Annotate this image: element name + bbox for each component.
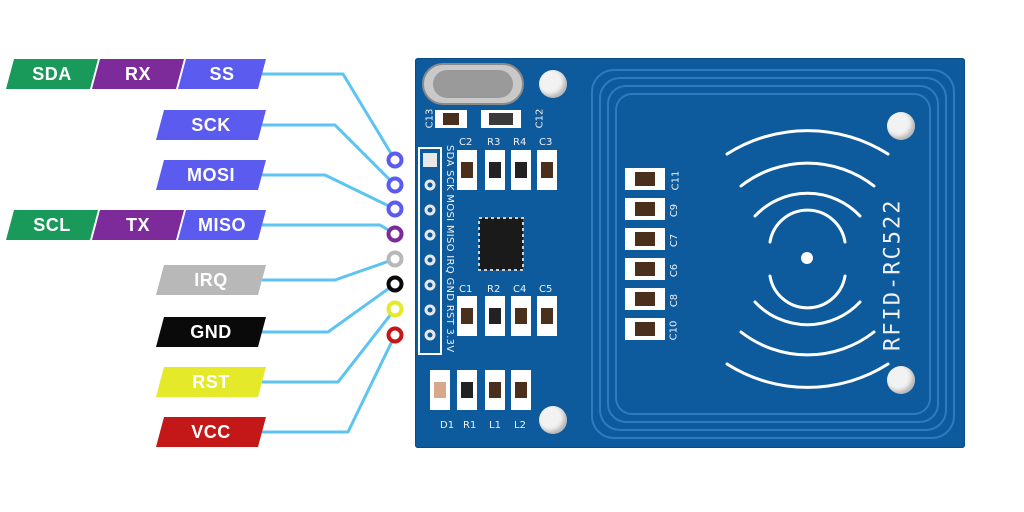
mounting-hole bbox=[539, 70, 567, 98]
label-tx: TX bbox=[92, 210, 184, 240]
silk-r3: R3 bbox=[487, 137, 501, 148]
label-sck: SCK bbox=[156, 110, 266, 140]
label-mosi: MOSI bbox=[156, 160, 266, 190]
silk-c2: C2 bbox=[459, 137, 473, 148]
silk-l2: L2 bbox=[514, 420, 526, 431]
ring-vcc bbox=[386, 326, 404, 344]
silk-c9: C9 bbox=[669, 203, 681, 218]
silk-c13: C13 bbox=[424, 108, 436, 129]
silk-c4: C4 bbox=[513, 284, 527, 295]
board-title: RFID-RC522 bbox=[880, 198, 906, 352]
label-miso: MISO bbox=[178, 210, 266, 240]
wire-gnd bbox=[262, 282, 396, 334]
ring-ss bbox=[386, 151, 404, 169]
ring-irq bbox=[386, 250, 404, 268]
silk-c10: C10 bbox=[668, 320, 680, 341]
silk-c6: C6 bbox=[669, 263, 681, 278]
silk-l1: L1 bbox=[489, 420, 501, 431]
silk-c11: C11 bbox=[670, 170, 682, 191]
label-rst: RST bbox=[156, 367, 266, 397]
silk-c1: C1 bbox=[459, 284, 473, 295]
label-ss: SS bbox=[178, 59, 266, 89]
mounting-hole bbox=[887, 366, 915, 394]
wire-ss bbox=[262, 72, 397, 161]
wire-miso bbox=[262, 223, 396, 236]
rfid-board bbox=[415, 58, 965, 448]
silk-r2: R2 bbox=[487, 284, 501, 295]
silk-d1: D1 bbox=[440, 420, 455, 431]
wire-rst bbox=[262, 308, 397, 384]
ring-mosi bbox=[386, 200, 404, 218]
mounting-hole bbox=[887, 112, 915, 140]
silk-c5: C5 bbox=[539, 284, 553, 295]
silk-c8: C8 bbox=[669, 293, 681, 308]
silk-c7: C7 bbox=[669, 233, 681, 248]
label-vcc: VCC bbox=[156, 417, 266, 447]
header-pin-silkscreen: SDA SCK MOSI MISO IRQ GND RST 3.3V bbox=[444, 145, 455, 353]
label-gnd: GND bbox=[156, 317, 266, 347]
label-irq: IRQ bbox=[156, 265, 266, 295]
wire-sck bbox=[262, 123, 397, 187]
label-rx: RX bbox=[92, 59, 184, 89]
ring-miso bbox=[386, 225, 404, 243]
mounting-hole bbox=[539, 406, 567, 434]
silk-c12: C12 bbox=[534, 108, 546, 129]
ring-sck bbox=[386, 176, 404, 194]
silk-r1: R1 bbox=[463, 420, 477, 431]
ring-gnd bbox=[386, 275, 404, 293]
label-sda: SDA bbox=[6, 59, 98, 89]
board-artwork bbox=[418, 63, 955, 439]
wire-vcc bbox=[262, 334, 397, 434]
wire-irq bbox=[262, 257, 396, 282]
silk-c3: C3 bbox=[539, 137, 553, 148]
wire-mosi bbox=[262, 173, 396, 211]
ring-rst bbox=[386, 300, 404, 318]
silk-r4: R4 bbox=[513, 137, 527, 148]
label-scl: SCL bbox=[6, 210, 98, 240]
